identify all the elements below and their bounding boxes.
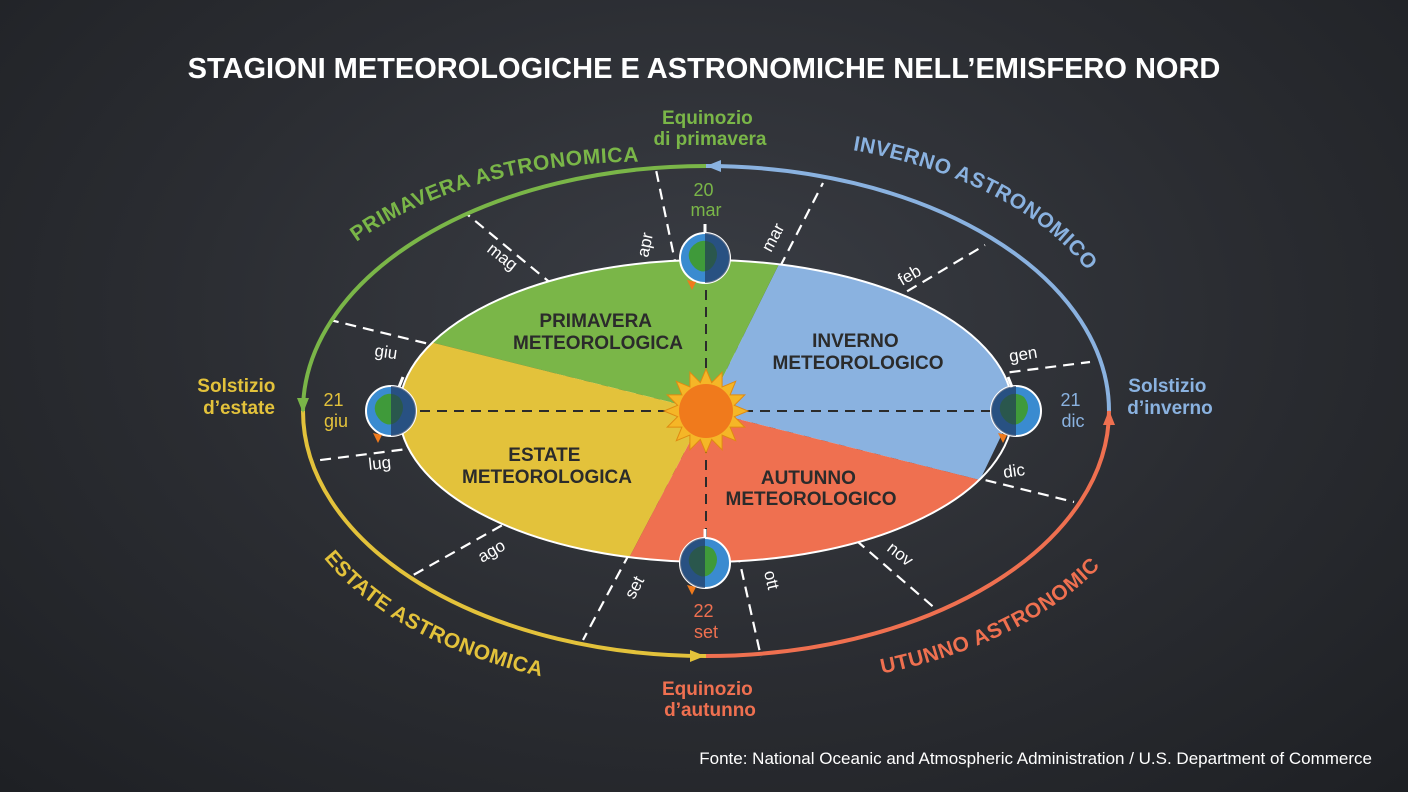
summer-astronomical-label: ESTATE ASTRONOMICA (320, 546, 546, 681)
autumn-arrowhead (1103, 410, 1115, 425)
autumn-orbit-arc (705, 410, 1111, 658)
month-label-set: set (621, 573, 649, 602)
spring-orbit-arc (301, 164, 707, 412)
summer-arrowhead (690, 650, 705, 662)
winter-meteorological-label: INVERNO METEOROLOGICO (773, 331, 944, 374)
spring-equinox-date: 20 mar (691, 180, 722, 220)
month-label-ago: ago (475, 536, 509, 567)
sun-icon (662, 367, 750, 455)
autumn-equinox-date: 22 set (693, 601, 718, 642)
summer-meteorological-label: ESTATE METEOROLOGICA (462, 445, 632, 488)
month-label-dic: dic (1002, 460, 1027, 482)
month-label-feb: feb (895, 261, 925, 289)
month-label-mar: mar (758, 220, 789, 255)
month-label-ott: ott (760, 569, 783, 592)
month-label-apr: apr (633, 231, 657, 259)
winter-arrowhead (706, 160, 721, 172)
autumn-meteorological-label: AUTUNNO METEOROLOGICO (726, 468, 897, 510)
winter-solstice-label: Solstizio d’inverno (1127, 376, 1213, 419)
earth-icon-spring (679, 224, 731, 290)
month-label-giu: giu (373, 341, 398, 363)
month-label-nov: nov (884, 538, 918, 570)
earth-icon-winter (990, 376, 1042, 443)
month-label-gen: gen (1008, 343, 1039, 366)
winter-orbit-arc (705, 164, 1111, 412)
source-credit: Fonte: National Oceanic and Atmospheric … (699, 749, 1372, 768)
autumn-equinox-label: Equinozio d’autunno (662, 679, 758, 721)
spring-equinox-label: Equinozio di primavera (654, 108, 767, 150)
spring-meteorological-label: PRIMAVERA METEOROLOGICA (513, 311, 683, 354)
page-title: STAGIONI METEOROLOGICHE E ASTRONOMICHE N… (188, 53, 1221, 85)
earth-icon-autumn (679, 529, 731, 595)
winter-sector (706, 262, 1013, 480)
winter-solstice-date: 21 dic (1060, 390, 1085, 431)
month-label-mag: mag (484, 239, 522, 274)
astronomical-orbit (301, 164, 1111, 658)
summer-orbit-arc (301, 410, 707, 658)
summer-solstice-label: Solstizio d’estate (197, 376, 280, 419)
month-label-lug: lug (367, 453, 392, 474)
winter-astronomical-label: INVERNO ASTRONOMICO (852, 132, 1102, 274)
earth-icon-summer (365, 376, 417, 443)
spring-arrowhead (297, 398, 309, 413)
summer-solstice-date: 21 giu (323, 390, 348, 431)
spring-astronomical-label: PRIMAVERA ASTRONOMICA (346, 144, 639, 246)
